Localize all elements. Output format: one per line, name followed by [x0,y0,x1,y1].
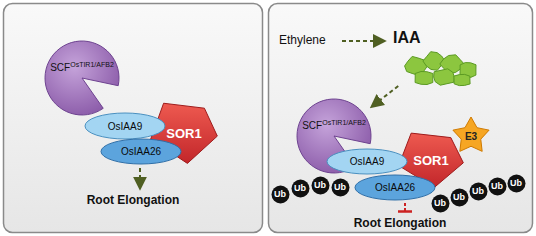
text-row: E3 [465,131,477,142]
inhibit-line [404,203,406,211]
text-row: Ub [334,182,346,192]
node-text: Ub [434,198,446,208]
hormone-name: IAA [393,29,421,47]
inhibit-bar [398,210,412,213]
node-text: E3 [465,131,477,142]
ubiquitin-circle: Ub [507,174,526,193]
outcome-label: Root Elongation [335,216,465,230]
node-text: Ub [453,192,465,202]
node-text: OsTIR1/AFB2 [70,61,114,68]
text-row: Ub [453,192,465,202]
ethylene-arrow [342,40,384,42]
protein-ellipse: OsIAA9 [84,112,166,140]
protein-ellipse: OsIAA26 [100,138,182,165]
ubiquitin-circle: Ub [291,179,310,198]
protein-ellipse: OsIAA9 [326,148,408,175]
node-text: Ub [274,189,286,199]
node-text: OsIAA9 [108,121,142,132]
text-row: OsIAA9 [108,121,142,132]
text-row: IAA [393,29,421,47]
text-row: Ub [510,178,522,188]
text-row: OsIAA9 [350,156,384,167]
promote-arrow [139,168,141,188]
node-text: Ub [314,180,326,190]
text-row: Ub [434,198,446,208]
text-row: Ub [491,181,503,191]
node-text: Ub [334,182,346,192]
text-row: OsIAA26 [121,146,161,157]
text-row: Ub [294,183,306,193]
ubiquitin-circle: Ub [469,182,488,201]
node-text: SCF [302,120,322,131]
hormone-label: Ethylene [279,33,341,47]
ubiquitin-circle: Ub [311,176,330,195]
text-row: SCFOsTIR1/AFB2 [302,120,366,131]
text-row: SOR1 [413,153,448,168]
complex-shape: SCFOsTIR1/AFB2 [44,40,120,116]
node-text: SOR1 [166,126,201,141]
protein-ellipse: OsIAA26 [354,174,436,201]
text-row: SCFOsTIR1/AFB2 [50,62,114,73]
text-row: Ub [274,189,286,199]
node-text: Ub [294,183,306,193]
node-text: OsTIR1/AFB2 [322,119,366,126]
node-text: SCF [50,62,70,73]
ubiquitin-circle: Ub [488,177,507,196]
node-text: Ub [472,186,484,196]
node-text: Ub [491,181,503,191]
node-text: SOR1 [413,153,448,168]
outcome-label: Root Elongation [68,193,198,207]
ubiquitin-circle: Ub [331,178,350,197]
pac-outline [44,40,120,116]
right-panel [269,4,533,233]
text-row: SOR1 [166,126,201,141]
ubiquitin-circle: Ub [271,185,290,204]
node-text: Ub [510,178,522,188]
node-text: OsIAA26 [375,182,415,193]
hormone-cluster: IAA [388,28,483,86]
ubiquitin-circle: Ub [431,194,450,213]
text-row: OsIAA26 [375,182,415,193]
ligase-star: E3 [452,116,490,154]
node-text: OsIAA26 [121,146,161,157]
node-text: OsIAA9 [350,156,384,167]
ubiquitin-circle: Ub [450,188,469,207]
text-row: Ub [472,186,484,196]
text-row: Ub [314,180,326,190]
left-panel [4,4,263,233]
dashed-arrow [372,86,398,106]
